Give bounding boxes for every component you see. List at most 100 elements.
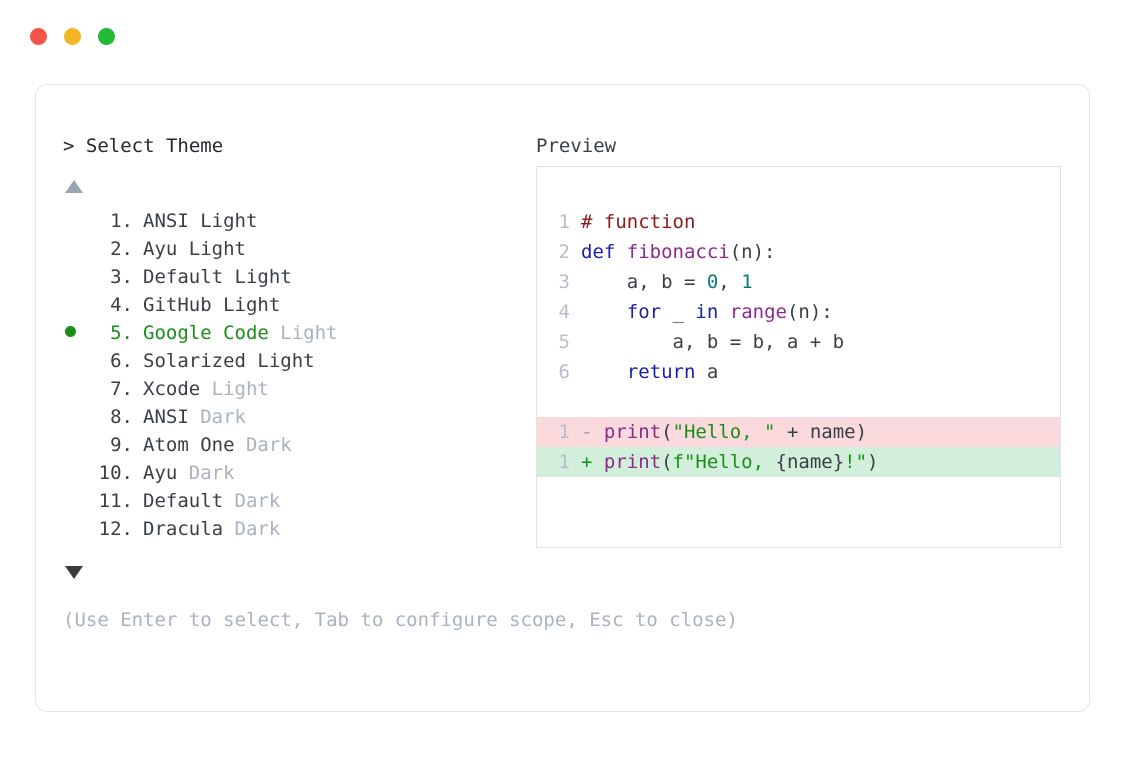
theme-item-index: 12. [98,518,133,540]
code-line: 6 return a [537,357,1060,387]
code-token: + name) [775,421,868,443]
code-token: _ [661,301,696,323]
theme-item-variant: Dark [223,518,281,540]
code-token [581,361,627,383]
code-line-text: def fibonacci(n): [581,237,775,267]
code-token: return [626,361,696,383]
theme-item-index: 9. [110,434,133,456]
theme-item-name: Ayu [143,462,178,484]
theme-list-item[interactable]: 2.Ayu Light [63,235,533,263]
theme-item-index: 1. [110,210,133,232]
code-token: a, b = b, a + b [581,331,845,353]
code-token: f"Hello, [672,451,776,473]
code-line-text: - print("Hello, " + name) [581,417,867,447]
code-token: for [626,301,662,323]
keyboard-hint: (Use Enter to select, Tab to configure s… [63,609,738,631]
theme-item-name: Ayu [143,238,178,260]
code-token: - [581,421,604,443]
code-line-number: 6 [558,361,570,383]
theme-list-item[interactable]: 5.Google Code Light [63,319,533,347]
theme-list-item[interactable]: 10.Ayu Dark [63,459,533,487]
preview-label: Preview [536,135,617,157]
scroll-down-row[interactable] [63,559,533,585]
code-token: range [729,301,787,323]
theme-list-item[interactable]: 12.Dracula Dark [63,515,533,543]
code-line-text: a, b = 0, 1 [581,267,753,297]
theme-item-name: Dracula [143,518,224,540]
theme-item-variant: Light [211,294,281,316]
theme-item-variant: Dark [234,434,292,456]
theme-list-item[interactable]: 1.ANSI Light [63,207,533,235]
theme-item-name: Atom One [143,434,235,456]
code-token: "Hello, " [672,421,776,443]
theme-list-item[interactable]: 7.Xcode Light [63,375,533,403]
theme-item-label: ANSI Light [133,207,257,235]
maximize-button[interactable] [98,28,115,45]
theme-item-label: Default Dark [133,487,280,515]
code-line-number: 4 [558,301,570,323]
theme-item-index: 2. [110,238,133,260]
theme-list-item[interactable]: 3. Default Light [63,263,533,291]
theme-item-variant: Light [268,322,338,344]
minimize-button[interactable] [64,28,81,45]
theme-item-index: 8. [110,406,133,428]
theme-item-index: 3. [110,266,133,288]
theme-item-name: Xcode [143,378,201,400]
scroll-down-arrow-icon[interactable] [65,565,83,579]
theme-list-item[interactable]: 11.Default Dark [63,487,533,515]
code-token: ) [867,451,879,473]
selected-bullet-icon [65,326,76,337]
window-titlebar [30,28,115,45]
theme-item-name: Default [143,266,224,288]
theme-item-label: Ayu Dark [133,459,235,487]
theme-item-variant: Light [245,350,315,372]
theme-item-variant: Dark [177,462,235,484]
code-line: 5 a, b = b, a + b [537,327,1060,357]
code-token: (n): [786,301,833,323]
code-line-text: return a [581,357,719,387]
theme-item-label: ANSI Dark [133,403,246,431]
theme-item-index: 7. [110,378,133,400]
code-token [718,301,729,323]
code-token: (n): [729,241,776,263]
theme-item-variant: Light [223,266,292,288]
code-line-number: 1 [558,451,570,473]
theme-item-name: GitHub [143,294,212,316]
code-token: def [581,241,627,263]
code-token: 1 [741,271,753,293]
theme-list-item[interactable]: 9. Atom One Dark [63,431,533,459]
theme-item-label: Dracula Dark [133,515,280,543]
code-line-added: 1 + print(f"Hello, {name}!") [537,447,1060,477]
prompt-header: > Select Theme [63,133,533,159]
close-button[interactable] [30,28,47,45]
theme-list-item[interactable]: 6.Solarized Light [63,347,533,375]
code-token: + [581,451,604,473]
scroll-up-row[interactable] [63,173,533,199]
theme-item-label: Solarized Light [133,347,315,375]
theme-list-item[interactable]: 4.GitHub Light [63,291,533,319]
theme-item-variant: Dark [188,406,246,428]
code-line-text: for _ in range(n): [581,297,833,327]
theme-list-item[interactable]: 8.ANSI Dark [63,403,533,431]
theme-item-label: Ayu Light [133,235,246,263]
code-line: 4 for _ in range(n): [537,297,1060,327]
theme-item-label: GitHub Light [133,291,280,319]
code-token [581,301,627,323]
theme-item-name: ANSI [143,406,189,428]
code-token: , [718,271,742,293]
code-line-text: + print(f"Hello, {name}!") [581,447,878,477]
code-line-number: 5 [558,331,570,353]
scroll-up-arrow-icon[interactable] [65,179,83,193]
code-token: 0 [706,271,719,293]
theme-item-name: Solarized [143,350,246,372]
code-token: print [603,451,662,473]
page-title: Select Theme [85,135,224,157]
code-token: ( [661,421,673,443]
code-token: ( [661,451,673,473]
theme-item-variant: Dark [223,490,281,512]
theme-item-label: Google Code Light [133,319,337,347]
